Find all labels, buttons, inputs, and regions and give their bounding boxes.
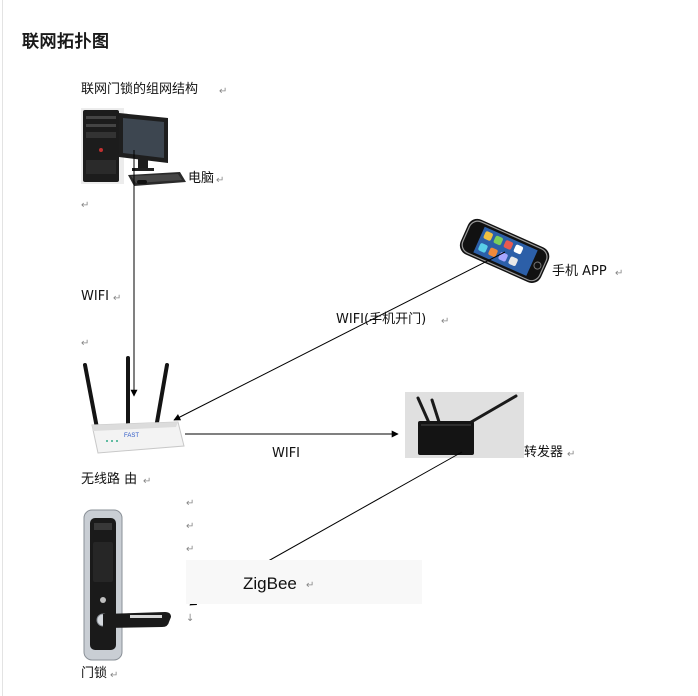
paragraph-mark — [81, 200, 89, 212]
link-label-zigbee: ZigBee — [243, 574, 297, 593]
svg-text:FAST: FAST — [124, 433, 139, 439]
paragraph-mark — [216, 175, 224, 187]
paragraph-mark — [567, 449, 575, 461]
paragraph-mark — [113, 293, 121, 305]
paragraph-mark — [110, 670, 118, 682]
node-label-lock: 门锁 — [81, 666, 108, 681]
paragraph-mark — [186, 521, 194, 533]
node-label-computer: 电脑 — [188, 171, 215, 186]
paragraph-mark — [186, 613, 194, 625]
diagram-subtitle: 联网门锁的组网结构 — [81, 82, 199, 97]
zigbee-label-background — [186, 560, 422, 604]
node-label-repeater: 转发器 — [524, 445, 564, 460]
computer-icon — [81, 108, 186, 186]
door-lock-icon — [83, 509, 171, 661]
link-label-computer-router: WIFI — [81, 289, 109, 304]
repeater-icon — [405, 392, 524, 458]
paragraph-mark — [441, 316, 449, 328]
paragraph-mark — [143, 476, 151, 488]
link-phone-router — [173, 251, 506, 421]
node-label-phone: 手机 APP — [552, 264, 607, 279]
paragraph-mark — [306, 580, 314, 592]
paragraph-mark — [186, 498, 194, 510]
node-label-router: 无线路 由 — [81, 472, 138, 487]
wireless-router-icon: FAST — [83, 356, 185, 454]
paragraph-mark — [81, 338, 89, 350]
page-title: 联网拓扑图 — [22, 32, 110, 52]
link-label-router-repeater: WIFI — [272, 446, 300, 461]
paragraph-mark — [186, 544, 194, 556]
paragraph-mark — [615, 268, 623, 280]
page-left-border — [2, 0, 3, 696]
smartphone-icon — [459, 218, 550, 283]
link-label-phone-router: WIFI(手机开门) — [336, 312, 427, 327]
